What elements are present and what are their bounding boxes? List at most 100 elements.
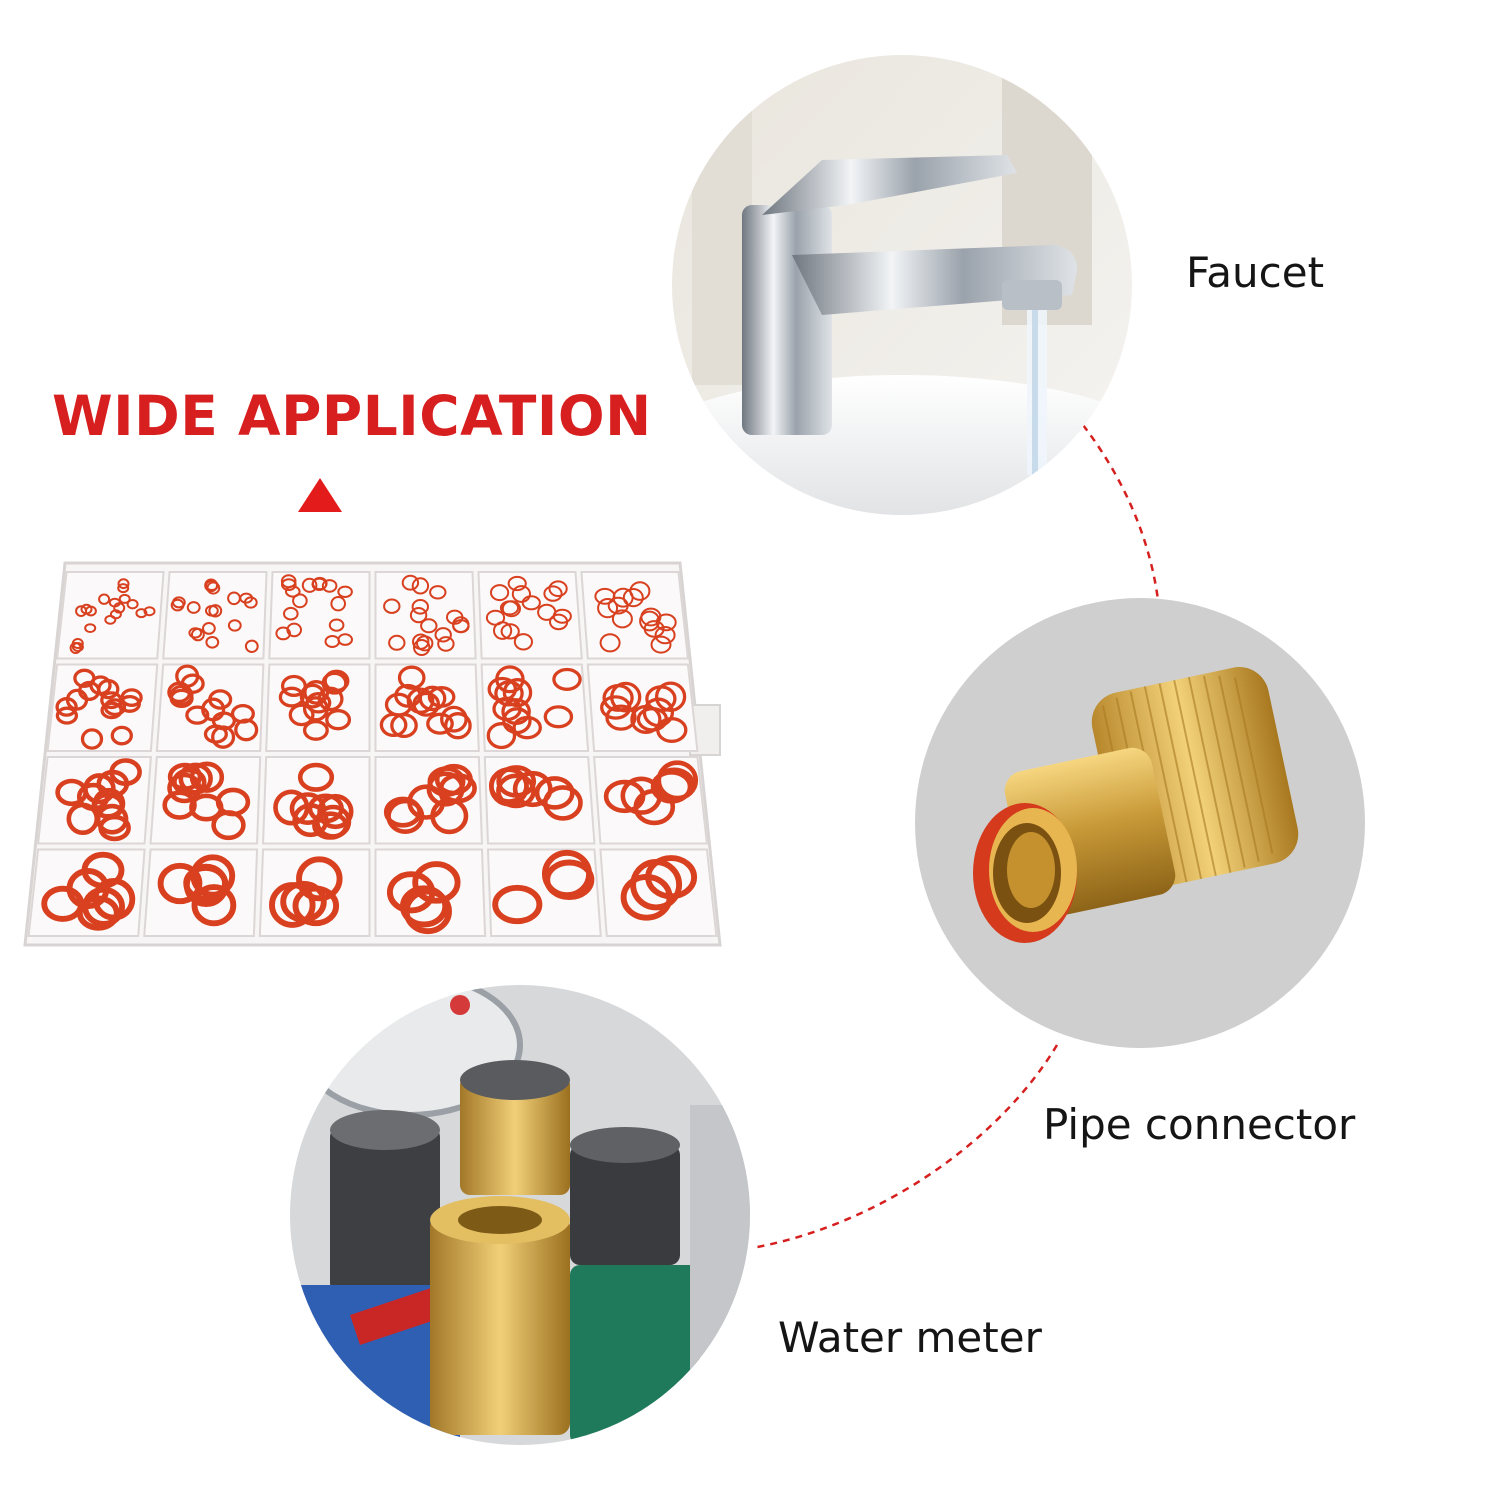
organizer-compartment (483, 756, 596, 845)
o-ring (552, 667, 582, 691)
o-ring (205, 636, 220, 649)
pipe-connector-photo (915, 598, 1365, 1048)
o-ring (191, 627, 205, 642)
organizer-compartment (261, 756, 371, 845)
o-ring (511, 585, 531, 603)
organizer-compartment (265, 663, 371, 752)
o-ring (622, 588, 644, 608)
o-ring (429, 585, 447, 600)
o-ring (328, 618, 345, 632)
pipe-connector-label: Pipe connector (1043, 1100, 1356, 1149)
o-ring (501, 698, 531, 726)
o-ring (292, 593, 308, 609)
o-ring (103, 698, 127, 717)
o-ring (302, 719, 329, 741)
o-ring (610, 681, 642, 713)
o-ring (113, 602, 126, 614)
organizer-compartment (580, 571, 690, 660)
o-ring (412, 861, 461, 904)
o-ring (208, 604, 223, 618)
o-ring (97, 678, 120, 700)
o-ring-organizer-box (23, 561, 722, 947)
o-ring (321, 579, 338, 593)
o-ring (500, 623, 520, 640)
connector-pipe-to-meter (751, 1044, 1059, 1250)
triangle-up-icon (298, 478, 342, 512)
o-ring (434, 627, 452, 643)
o-ring (502, 678, 533, 708)
o-ring (507, 575, 527, 592)
o-ring (80, 603, 93, 615)
o-ring (170, 598, 185, 612)
o-ring (230, 703, 255, 724)
o-ring (384, 692, 413, 717)
o-ring (117, 583, 130, 594)
o-ring (409, 607, 428, 624)
organizer-compartment (477, 571, 583, 660)
o-ring (185, 705, 210, 725)
o-ring (76, 782, 110, 811)
o-ring (169, 688, 194, 709)
o-ring (512, 770, 553, 808)
o-ring (227, 619, 242, 632)
organizer-compartment (374, 571, 477, 660)
o-ring (76, 895, 120, 931)
o-ring (275, 626, 292, 641)
water-meter-label: Water meter (778, 1313, 1042, 1362)
o-ring (201, 697, 226, 722)
o-ring (110, 725, 133, 746)
o-ring (629, 581, 651, 601)
o-ring (594, 587, 616, 605)
water-meter-photo (290, 985, 750, 1445)
o-ring (412, 633, 430, 650)
o-ring (205, 605, 219, 617)
o-ring (452, 619, 470, 634)
o-ring (440, 705, 468, 733)
organizer-compartment (480, 663, 590, 752)
o-ring (496, 773, 536, 809)
o-ring (620, 873, 673, 921)
o-ring (292, 803, 329, 838)
o-ring (548, 580, 568, 598)
o-ring (157, 862, 203, 905)
o-ring (178, 762, 213, 795)
o-ring (420, 618, 438, 634)
o-ring (654, 626, 676, 645)
o-ring (188, 627, 203, 639)
faucet-photo (672, 55, 1132, 515)
o-ring (244, 639, 259, 654)
o-ring (143, 606, 156, 617)
o-ring (655, 613, 677, 632)
o-ring (75, 605, 88, 617)
o-ring (312, 811, 349, 840)
o-ring (499, 600, 520, 616)
o-ring (513, 633, 533, 651)
o-ring (183, 864, 228, 902)
o-ring (492, 884, 543, 925)
organizer-compartment (268, 571, 371, 660)
o-ring (543, 705, 574, 729)
organizer-compartment (374, 848, 487, 937)
organizer-compartment (27, 848, 146, 937)
o-ring (98, 814, 131, 842)
o-ring (202, 622, 216, 635)
organizer-compartment (374, 663, 480, 752)
o-ring (418, 685, 447, 712)
o-ring (167, 762, 203, 791)
o-ring (285, 585, 301, 598)
o-ring (273, 789, 310, 826)
o-ring (330, 596, 347, 612)
o-ring (656, 717, 688, 743)
o-ring (543, 585, 563, 602)
connector-faucet-to-pipe (1082, 424, 1160, 601)
o-ring (135, 608, 148, 619)
o-ring (534, 776, 575, 810)
o-ring (386, 798, 425, 834)
o-ring (190, 854, 236, 898)
o-ring (605, 704, 637, 731)
o-ring (301, 577, 318, 593)
o-ring (281, 578, 297, 592)
o-ring (611, 609, 633, 629)
organizer-compartment (149, 756, 262, 845)
o-ring (283, 606, 299, 621)
